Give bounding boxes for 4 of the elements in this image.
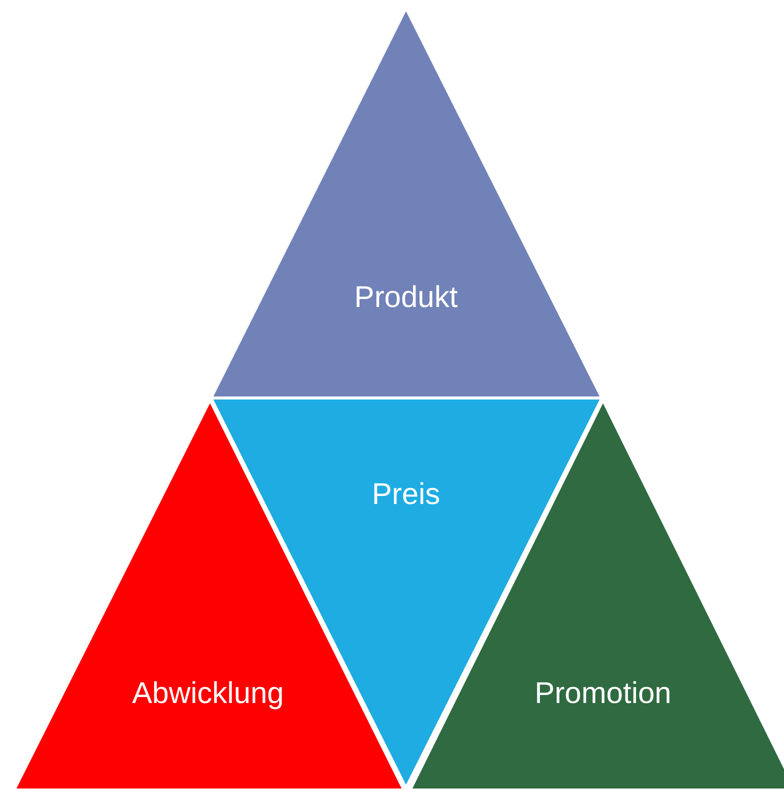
triangle-label: Preis (372, 478, 440, 512)
triangle-label: Abwicklung (132, 677, 284, 711)
triangle-label: Promotion (534, 677, 672, 711)
triangle-label: Produkt (354, 281, 458, 315)
